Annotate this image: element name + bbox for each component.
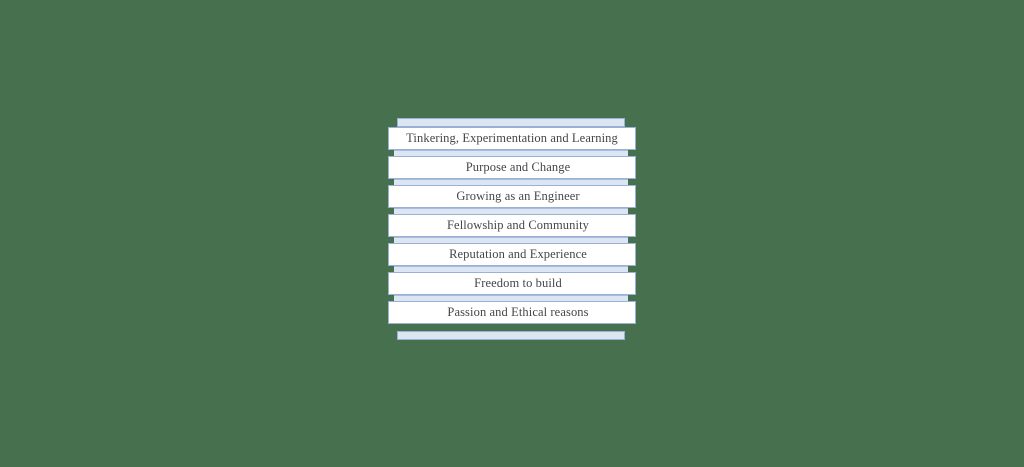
diagram-row[interactable]: Purpose and Change bbox=[388, 156, 636, 179]
diagram-row-label: Passion and Ethical reasons bbox=[447, 305, 589, 320]
diagram-bottom-cap bbox=[397, 331, 625, 340]
diagram-row-label: Purpose and Change bbox=[465, 160, 571, 175]
diagram-row[interactable]: Growing as an Engineer bbox=[388, 185, 636, 208]
diagram-row-label: Growing as an Engineer bbox=[456, 189, 580, 204]
diagram-row[interactable]: Fellowship and Community bbox=[388, 214, 636, 237]
diagram-row[interactable]: Freedom to build bbox=[388, 272, 636, 295]
diagram-row-label: Fellowship and Community bbox=[447, 218, 589, 233]
diagram-top-cap bbox=[397, 118, 625, 127]
diagram-row-label: Freedom to build bbox=[474, 276, 562, 291]
diagram-row[interactable]: Tinkering, Experimentation and Learning bbox=[388, 127, 636, 150]
diagram-row-label: Reputation and Experience bbox=[449, 247, 587, 262]
stacked-band-diagram: Tinkering, Experimentation and Learning … bbox=[388, 118, 636, 340]
diagram-row-label: Tinkering, Experimentation and Learning bbox=[406, 131, 618, 146]
diagram-row[interactable]: Reputation and Experience bbox=[388, 243, 636, 266]
diagram-row[interactable]: Passion and Ethical reasons bbox=[388, 301, 636, 324]
